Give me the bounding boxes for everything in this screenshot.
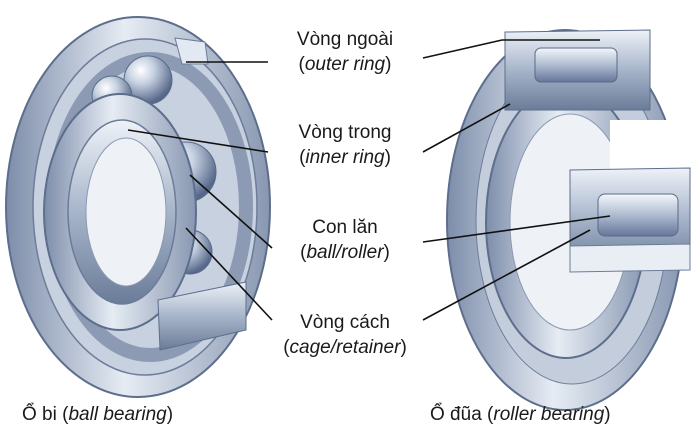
- label-cage: Vòng cách (cage/retainer): [262, 310, 428, 360]
- label-cage-vi: Vòng cách: [300, 312, 390, 333]
- leader-outer-ring-roller: [422, 39, 600, 59]
- ball-bearing-illustration: [5, 16, 271, 398]
- label-outer-ring-vi: Vòng ngoài: [296, 29, 394, 50]
- caption-ball-bearing-vi: Ổ bi: [22, 404, 57, 425]
- label-inner-ring: Vòng trong (inner ring): [270, 120, 420, 170]
- label-inner-ring-en: inner ring: [305, 147, 385, 168]
- leader-cage-ball: [185, 227, 273, 321]
- label-rolling-element: Con lăn (ball/roller): [270, 215, 420, 265]
- leader-inner-ring-ball: [127, 129, 269, 153]
- leader-lines: [127, 39, 611, 321]
- leader-roller-element: [422, 215, 611, 243]
- roller-bearing-illustration: [446, 29, 700, 411]
- label-inner-ring-vi: Vòng trong: [298, 122, 392, 143]
- label-rolling-element-vi: Con lăn: [312, 217, 378, 238]
- roller-element: [534, 47, 618, 83]
- leader-cage-roller: [422, 229, 591, 321]
- label-rolling-element-en: ball/roller: [306, 242, 384, 263]
- label-outer-ring: Vòng ngoài (outer ring): [270, 27, 420, 77]
- caption-ball-bearing-en: ball bearing: [68, 404, 167, 425]
- roller-element: [597, 193, 679, 237]
- caption-roller-bearing: Ổ đũa (roller bearing): [430, 404, 611, 425]
- leader-inner-ring-roller: [422, 103, 511, 153]
- caption-ball-bearing: Ổ bi (ball bearing): [22, 404, 174, 425]
- leader-ball-element: [189, 174, 273, 249]
- label-cage-en: cage/retainer: [289, 337, 401, 358]
- caption-roller-bearing-vi: Ổ đũa: [430, 404, 482, 425]
- caption-roller-bearing-en: roller bearing: [493, 404, 605, 425]
- label-outer-ring-en: outer ring: [304, 54, 386, 75]
